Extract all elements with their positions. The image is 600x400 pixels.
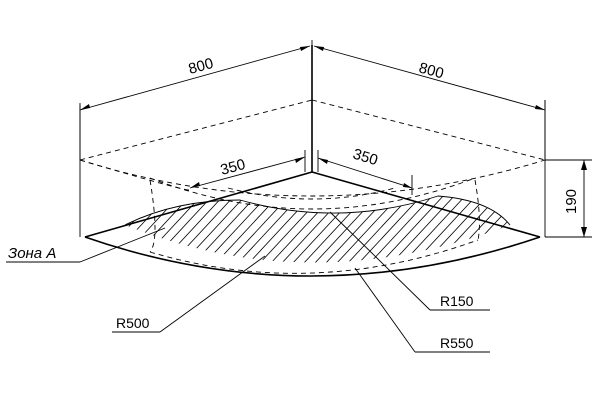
dim-top-right-label: 800 — [417, 59, 446, 82]
hatch-line — [228, 196, 360, 263]
hatch-line — [349, 196, 481, 263]
hatch-line — [327, 196, 459, 263]
r150-callout: R150 — [329, 211, 490, 311]
hatch-line — [125, 196, 228, 263]
hatch-line — [360, 196, 492, 263]
dim-inner-left-label: 350 — [219, 156, 248, 179]
hatch-line — [129, 196, 261, 263]
dimension-top-right: 800 — [313, 45, 546, 160]
zone-a-outline — [124, 195, 511, 226]
hatch-line — [294, 196, 426, 263]
dimension-inner-left: 350 — [189, 150, 306, 189]
hatch-line — [140, 196, 272, 263]
hatch-line — [592, 180, 600, 320]
outline-dashed — [79, 99, 546, 274]
hatch-line — [371, 196, 503, 263]
hatch-line — [415, 196, 510, 263]
hatch-line — [250, 196, 382, 263]
r500-callout: R500 — [112, 255, 266, 333]
hatch-line — [173, 196, 305, 263]
hatch-line — [316, 196, 448, 263]
dim-top-left-label: 800 — [187, 55, 216, 78]
hatch-line — [503, 196, 510, 263]
hatch-line — [261, 196, 393, 263]
r150-label: R150 — [440, 293, 474, 309]
r500-label: R500 — [116, 315, 150, 331]
dimension-inner-right: 350 — [317, 146, 413, 195]
hatch-line — [217, 196, 349, 263]
hatch-line — [184, 196, 316, 263]
hatch-line — [283, 196, 415, 263]
hatch-line — [125, 196, 184, 263]
dimension-height: 190 — [545, 159, 592, 238]
hatch-line — [305, 196, 437, 263]
zone-a-label: Зона А — [8, 245, 56, 262]
hatch-line — [470, 196, 510, 263]
hatch-line — [206, 196, 338, 263]
hatch-line — [338, 196, 470, 263]
hatch-line — [515, 180, 600, 320]
dimension-top-left: 800 — [79, 40, 313, 160]
hatch-line — [239, 196, 371, 263]
zone-a-callout: Зона А — [6, 227, 166, 263]
zone-a-hatch — [0, 180, 600, 320]
dim-inner-right-label: 350 — [351, 146, 380, 170]
r550-callout: R550 — [354, 267, 490, 353]
dim-height-label: 190 — [563, 189, 580, 214]
hatch-line — [125, 196, 217, 263]
hatch-line — [272, 196, 404, 263]
hatch-line — [125, 196, 173, 263]
hatch-line — [0, 180, 7, 320]
hatch-line — [125, 196, 206, 263]
r550-label: R550 — [440, 335, 474, 351]
